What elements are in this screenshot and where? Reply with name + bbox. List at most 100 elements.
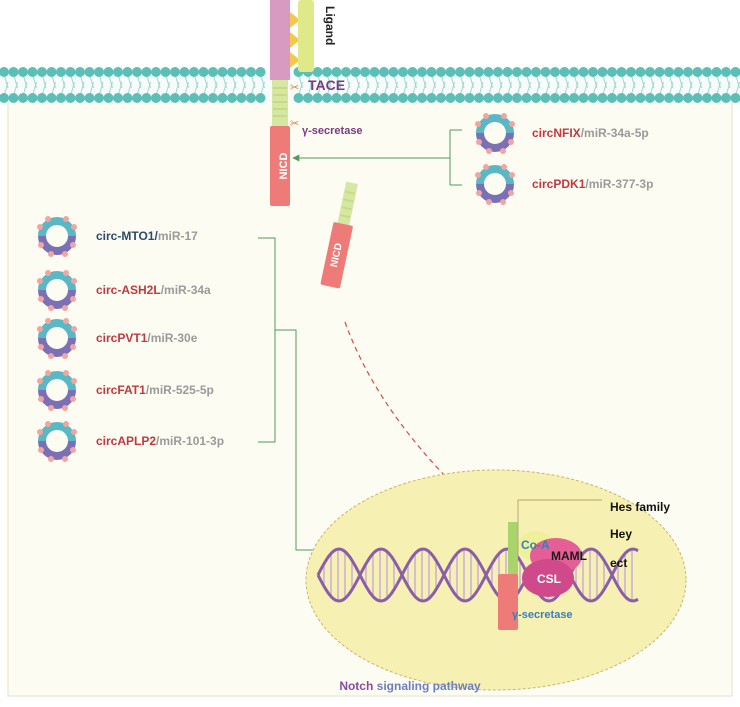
phospholipid-head <box>370 67 380 77</box>
circrna-name: circFAT1 <box>96 383 146 397</box>
phospholipid-head <box>417 93 427 103</box>
phospholipid-head <box>569 93 579 103</box>
phospholipid-head <box>9 93 19 103</box>
mirna-name: /miR-34a <box>161 283 211 297</box>
nuclear-nicd-bar <box>498 574 518 630</box>
phospholipid-head <box>360 67 370 77</box>
circrna-name: circAPLP2 <box>96 434 156 448</box>
mirna-name: /miR-34a-5p <box>581 126 649 140</box>
phospholipid-head <box>47 93 57 103</box>
mirna-name: miR-17 <box>158 229 198 243</box>
phospholipid-head <box>322 93 332 103</box>
phospholipid-head <box>579 93 589 103</box>
phospholipid-head <box>85 67 95 77</box>
phospholipid-head <box>332 67 342 77</box>
phospholipid-head <box>598 93 608 103</box>
phospholipid-head <box>579 67 589 77</box>
phospholipid-head <box>313 93 323 103</box>
mirna-name: /miR-377-3p <box>585 177 653 191</box>
phospholipid-head <box>474 93 484 103</box>
phospholipid-head <box>75 93 85 103</box>
circrna-name: circNFIX <box>532 126 581 140</box>
circrna-name: circPVT1 <box>96 331 148 345</box>
phospholipid-head <box>246 67 256 77</box>
phospholipid-head <box>142 67 152 77</box>
phospholipid-head <box>446 93 456 103</box>
phospholipid-head <box>408 93 418 103</box>
phospholipid-head <box>351 93 361 103</box>
phospholipid-head <box>702 67 712 77</box>
left-circrna-label: circ-MTO1/miR-17 <box>96 229 198 243</box>
phospholipid-head <box>674 93 684 103</box>
phospholipid-head <box>28 67 38 77</box>
phospholipid-head <box>664 93 674 103</box>
phospholipid-head <box>398 93 408 103</box>
phospholipid-head <box>113 67 123 77</box>
phospholipid-head <box>66 93 76 103</box>
phospholipid-head <box>674 67 684 77</box>
phospholipid-head <box>474 67 484 77</box>
phospholipid-head <box>170 93 180 103</box>
phospholipid-head <box>113 93 123 103</box>
phospholipid-head <box>218 93 228 103</box>
phospholipid-head <box>588 93 598 103</box>
cell-membrane <box>0 67 740 103</box>
phospholipid-head <box>436 67 446 77</box>
phospholipid-head <box>237 67 247 77</box>
phospholipid-head <box>199 67 209 77</box>
phospholipid-head <box>712 93 722 103</box>
phospholipid-head <box>56 93 66 103</box>
left-circrna-label: circ-ASH2L/miR-34a <box>96 283 211 297</box>
phospholipid-head <box>617 67 627 77</box>
phospholipid-head <box>189 67 199 77</box>
phospholipid-head <box>123 93 133 103</box>
phospholipid-head <box>664 67 674 77</box>
phospholipid-head <box>170 67 180 77</box>
phospholipid-head <box>560 93 570 103</box>
phospholipid-head <box>237 93 247 103</box>
phospholipid-head <box>56 67 66 77</box>
phospholipid-head <box>607 93 617 103</box>
phospholipid-head <box>427 67 437 77</box>
phospholipid-head <box>550 67 560 77</box>
phospholipid-head <box>588 67 598 77</box>
phospholipid-head <box>550 93 560 103</box>
phospholipid-head <box>455 93 465 103</box>
phospholipid-head <box>541 67 551 77</box>
phospholipid-head <box>484 93 494 103</box>
phospholipid-head <box>636 93 646 103</box>
phospholipid-head <box>246 93 256 103</box>
phospholipid-head <box>104 93 114 103</box>
phospholipid-head <box>522 93 532 103</box>
phospholipid-head <box>398 67 408 77</box>
nicd-label: NICD <box>278 153 290 180</box>
phospholipid-head <box>256 67 266 77</box>
phospholipid-head <box>18 67 28 77</box>
phospholipid-head <box>303 93 313 103</box>
ligand-label: Ligand <box>323 6 337 45</box>
phospholipid-head <box>151 67 161 77</box>
phospholipid-head <box>360 93 370 103</box>
phospholipid-head <box>161 93 171 103</box>
phospholipid-head <box>332 93 342 103</box>
phospholipid-head <box>531 67 541 77</box>
phospholipid-head <box>142 93 152 103</box>
phospholipid-head <box>617 93 627 103</box>
phospholipid-head <box>370 93 380 103</box>
phospholipid-head <box>693 93 703 103</box>
phospholipid-head <box>683 93 693 103</box>
phospholipid-head <box>465 67 475 77</box>
phospholipid-head <box>227 93 237 103</box>
phospholipid-head <box>379 67 389 77</box>
coa-label: Co-A <box>521 538 550 552</box>
phospholipid-head <box>199 93 209 103</box>
phospholipid-head <box>436 93 446 103</box>
phospholipid-head <box>256 93 266 103</box>
phospholipid-head <box>503 67 513 77</box>
phospholipid-head <box>503 93 513 103</box>
mirna-name: /miR-101-3p <box>156 434 224 448</box>
phospholipid-head <box>512 67 522 77</box>
phospholipid-head <box>636 67 646 77</box>
circrna-name: circPDK1 <box>532 177 586 191</box>
